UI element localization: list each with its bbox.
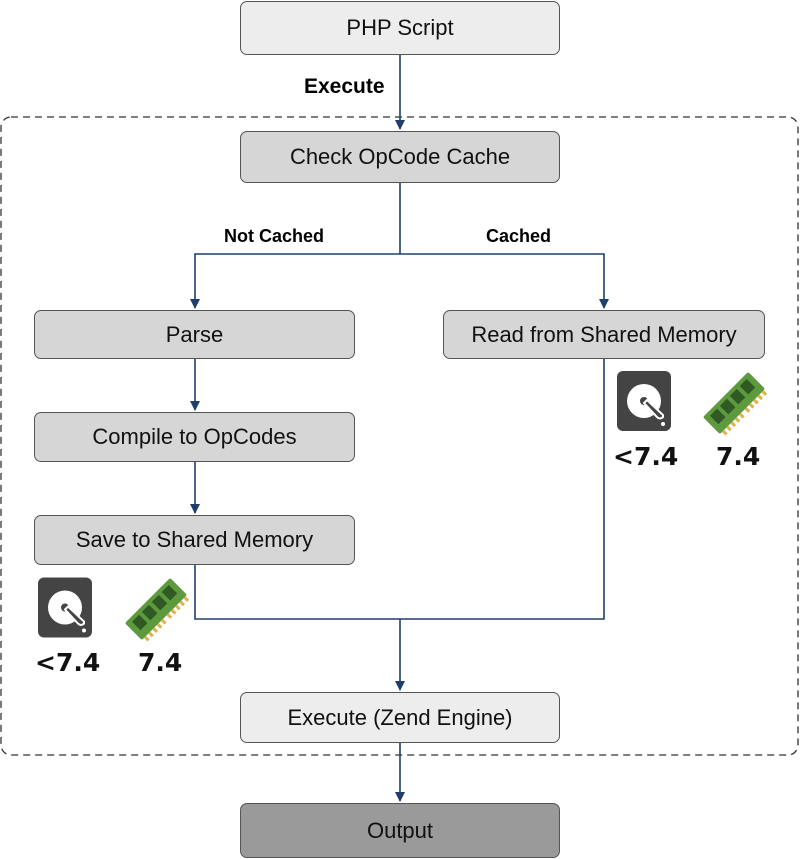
- output-node: Output: [240, 803, 560, 858]
- php-script-node: PHP Script: [240, 1, 560, 55]
- edge-cached: [400, 253, 609, 309]
- edge-save-merge: [194, 565, 400, 620]
- execute-zend-node: Execute (Zend Engine): [240, 692, 560, 743]
- parse-node: Parse: [34, 310, 355, 359]
- disk-version-label: <7.4: [35, 648, 101, 677]
- memory-version-label: 7.4: [716, 442, 761, 471]
- cached-label: Cached: [486, 226, 552, 246]
- not-cached-label: Not Cached: [224, 226, 325, 246]
- compile-node: Compile to OpCodes: [34, 412, 355, 462]
- execute-edge-label: Execute: [304, 75, 385, 98]
- edge-read-merge: [400, 359, 605, 620]
- check-cache-node: Check OpCode Cache: [240, 131, 560, 183]
- save-node: Save to Shared Memory: [34, 515, 355, 565]
- read-node: Read from Shared Memory: [443, 310, 765, 359]
- disk-version-label: <7.4: [613, 442, 679, 471]
- edge-not-cached: [190, 253, 400, 309]
- memory-module-icon: [125, 578, 190, 642]
- memory-module-icon: [703, 372, 768, 436]
- memory-version-label: 7.4: [138, 648, 183, 677]
- hard-disk-icon: [38, 577, 92, 638]
- hard-disk-icon: [617, 371, 671, 431]
